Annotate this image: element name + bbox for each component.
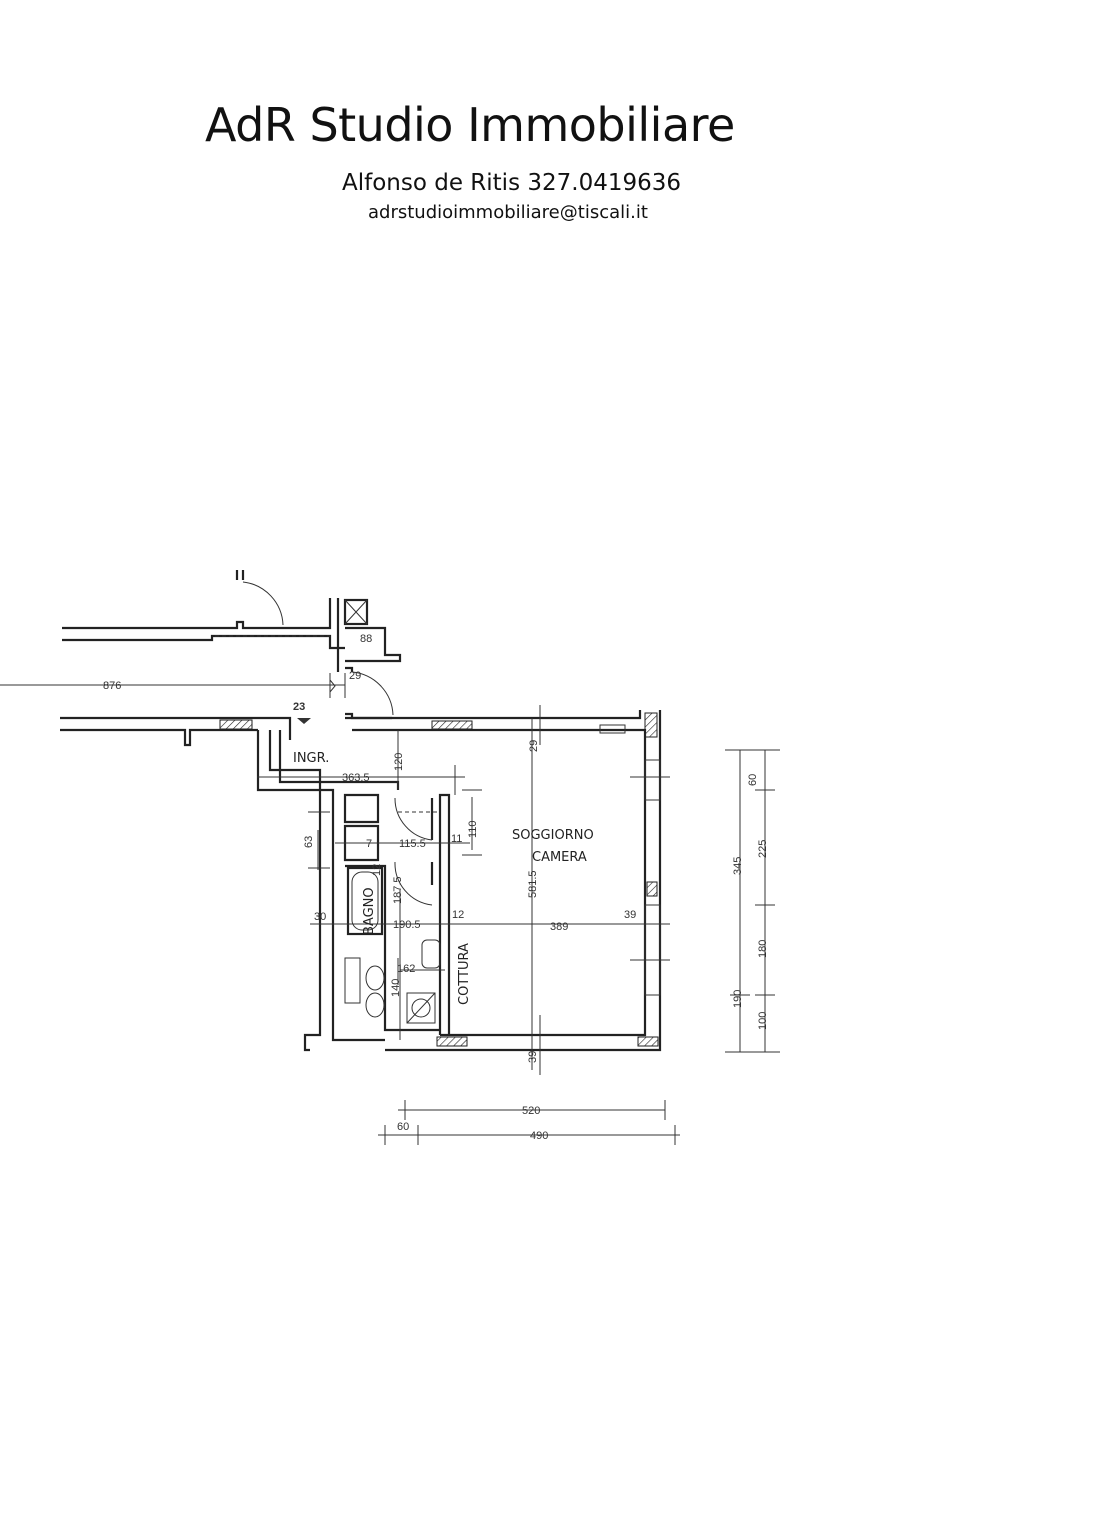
dim-label: 490 (530, 1130, 548, 1142)
dimension-labels: 876 29 363.5 120 29 110 63 7 115.5 11 12… (103, 670, 769, 1142)
column (637, 1036, 659, 1047)
dim-label: 39 (624, 909, 636, 921)
dim-label: 162 (397, 963, 415, 975)
apartment-walls (256, 710, 662, 1052)
dim-label: 12 (452, 909, 464, 921)
room-label-living: SOGGIORNO (512, 828, 594, 843)
dim-label: 520 (522, 1105, 540, 1117)
dim-label: 60 (397, 1121, 409, 1133)
dim-label: 29 (349, 670, 361, 682)
dim-label: 180 (757, 940, 769, 958)
column (644, 712, 658, 738)
corridor-walls (60, 570, 345, 747)
stove (406, 939, 441, 1024)
room-label-kitchen: COTTURA (457, 943, 472, 1005)
agent-contact: Alfonso de Ritis 327.0419636 (342, 170, 682, 196)
room-label-entrance: INGR. (293, 751, 329, 766)
dim-label: 190 (732, 990, 744, 1008)
dim-label: 187.5 (392, 876, 404, 904)
column (219, 719, 253, 730)
windows (599, 724, 661, 996)
dim-label: 115.5 (399, 838, 426, 850)
dim-label: 140 (390, 979, 402, 997)
column (431, 720, 473, 730)
dim-label: 389 (550, 921, 568, 933)
dim-label: 7 (366, 838, 372, 850)
svg-text:88: 88 (360, 633, 372, 645)
dim-label: 100 (757, 1012, 769, 1030)
dim-label: 363.5 (342, 772, 370, 784)
dimension-lines (0, 673, 780, 1145)
dim-label: 39 (527, 1051, 539, 1063)
column (646, 881, 658, 897)
dim-label: 30 (314, 911, 326, 923)
agency-title: AdR Studio Immobiliare (205, 98, 735, 152)
column (436, 1036, 468, 1047)
dim-label: 190.5 (393, 919, 421, 931)
dim-label: 345 (732, 857, 744, 875)
arrow-down-icon (297, 718, 311, 724)
room-label-bedroom: CAMERA (532, 850, 587, 865)
agency-email[interactable]: adrstudioimmobiliare@tiscali.it (368, 202, 648, 223)
dim-label: 581.5 (527, 870, 539, 898)
dim-label: 225 (757, 840, 769, 858)
bathtub (346, 866, 384, 936)
dim-label: 29 (528, 740, 540, 752)
toilet-bidet (344, 957, 385, 1018)
dim-label: 60 (747, 774, 759, 786)
dim-label: 63 (303, 836, 315, 848)
dim-label: 11 (451, 833, 462, 845)
shafts: 88 (336, 598, 402, 672)
room-label-bathroom: BAGNO (362, 887, 377, 935)
dim-label: 876 (103, 680, 121, 692)
entrance-door[interactable] (329, 666, 394, 720)
dim-label: 110 (467, 820, 479, 838)
unit-number: 23 (293, 701, 305, 713)
dim-label: 12 (371, 864, 383, 876)
dim-label: 120 (393, 753, 405, 771)
